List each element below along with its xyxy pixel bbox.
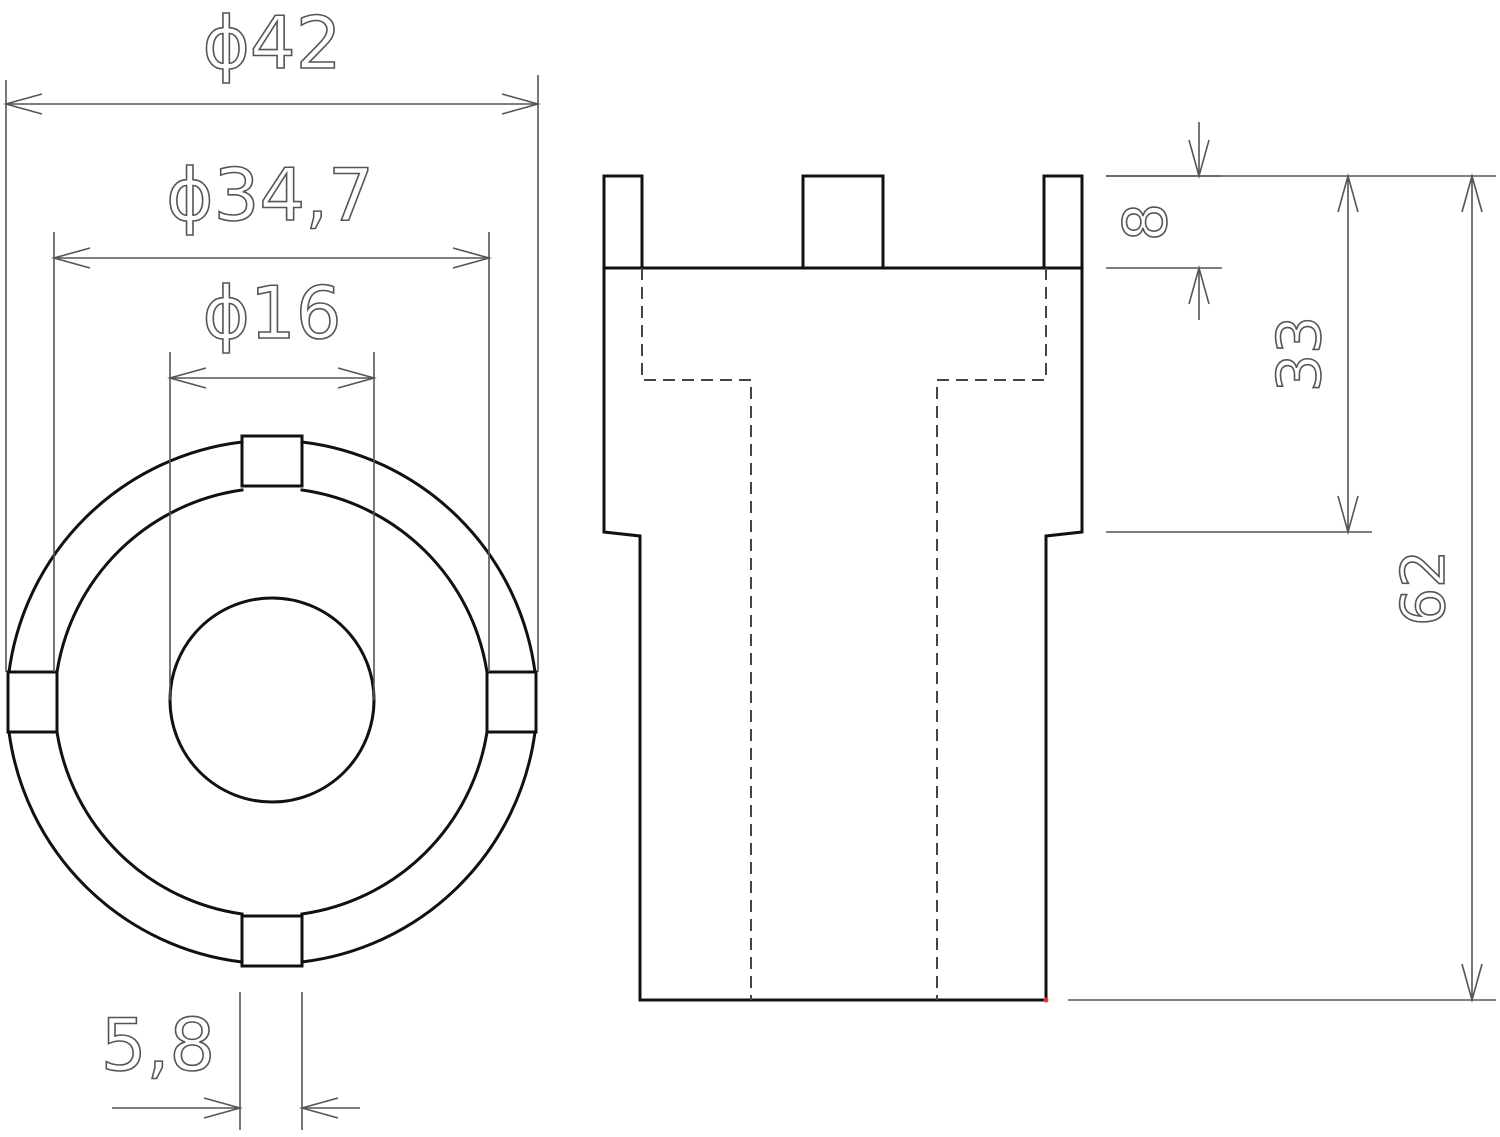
dim-total-height-label: 62	[1389, 550, 1459, 626]
dim-slot-width: 5,8	[100, 992, 360, 1130]
bore-circle	[168, 596, 376, 804]
dim-slot-width-label: 5,8	[101, 1003, 216, 1087]
lug-left	[6, 670, 59, 734]
middle-tooth	[801, 174, 885, 270]
lug-bottom	[240, 914, 304, 968]
dim-tooth-height-label: 8	[1111, 203, 1181, 241]
corner-marker	[1043, 997, 1049, 1003]
dim-bore-diameter: ϕ16	[167, 270, 377, 700]
dim-outer-diameter-label: ϕ42	[202, 1, 341, 85]
dim-slot-diameter: ϕ34,7	[51, 152, 492, 672]
dim-slot-diameter-label: ϕ34,7	[166, 153, 374, 237]
dim-head-height-label: 33	[1265, 316, 1335, 392]
side-view	[602, 174, 1084, 1003]
lug-right	[485, 670, 538, 734]
dim-total-height: 62	[1068, 173, 1496, 1003]
outer-circle	[7, 440, 537, 964]
hidden-slot-pocket-right	[936, 268, 1047, 1000]
hidden-slot-pocket	[641, 268, 752, 1000]
top-view	[6, 434, 538, 968]
side-profile	[602, 174, 1084, 1002]
dim-head-height: 33	[1106, 173, 1372, 535]
dim-bore-diameter-label: ϕ16	[202, 271, 341, 355]
lug-top	[240, 434, 304, 488]
dim-tooth-height: 8	[1106, 122, 1222, 320]
dim-outer-diameter: ϕ42	[3, 0, 541, 672]
slot-circle	[55, 488, 489, 916]
